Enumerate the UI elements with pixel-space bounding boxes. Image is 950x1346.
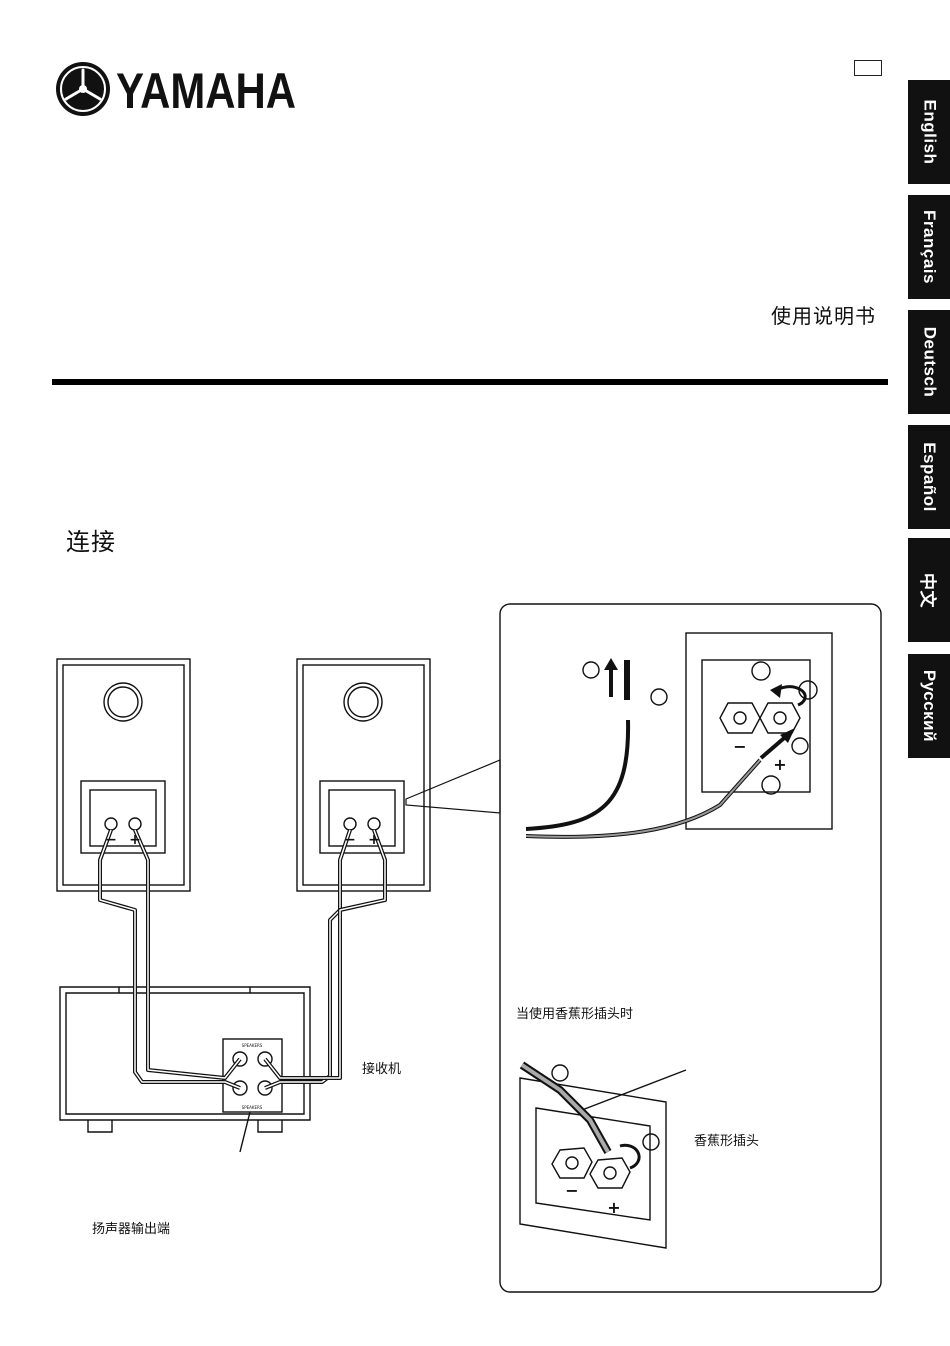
manual-title: 使用说明书 [771,300,876,329]
tab-espanol[interactable]: Español [908,425,950,529]
panel-bottom-label: SPEAKERS [242,1105,263,1110]
tab-label: Deutsch [919,327,939,398]
right-plus-label: + [368,832,380,848]
panel-speakers-label: SPEAKERS [242,1043,263,1048]
tab-deutsch[interactable]: Deutsch [908,310,950,414]
left-minus-label: − [105,832,117,848]
tab-english[interactable]: English [908,80,950,184]
speaker-terminals-label: 扬声器输出端 [92,1218,170,1237]
receiver-label: 接收机 [362,1058,401,1077]
left-plus-label: + [129,832,141,848]
right-minus-label: − [344,832,356,848]
banana-minus-label: − [565,1181,578,1200]
tab-label: English [919,100,939,165]
left-speaker [57,659,190,891]
detail-minus-label: − [733,737,746,756]
yamaha-logo: YAMAHA [54,60,304,118]
banana-plus-label: + [607,1198,620,1217]
right-speaker [297,659,430,891]
tab-label: Español [919,442,939,512]
tab-label: Français [919,210,939,284]
tab-francais[interactable]: Français [908,195,950,299]
brand-wordmark: YAMAHA [116,63,296,118]
banana-plug-label: 香蕉形插头 [694,1130,759,1149]
connection-diagram: − + − + SPEAKERS SPEAKERS [0,600,950,1342]
section-title: 连接 [66,522,116,557]
banana-plug-caption: 当使用香蕉形插头时 [516,1003,633,1022]
title-rule [52,379,888,385]
detail-plus-label: + [773,755,786,774]
language-indicator-box [854,60,882,76]
